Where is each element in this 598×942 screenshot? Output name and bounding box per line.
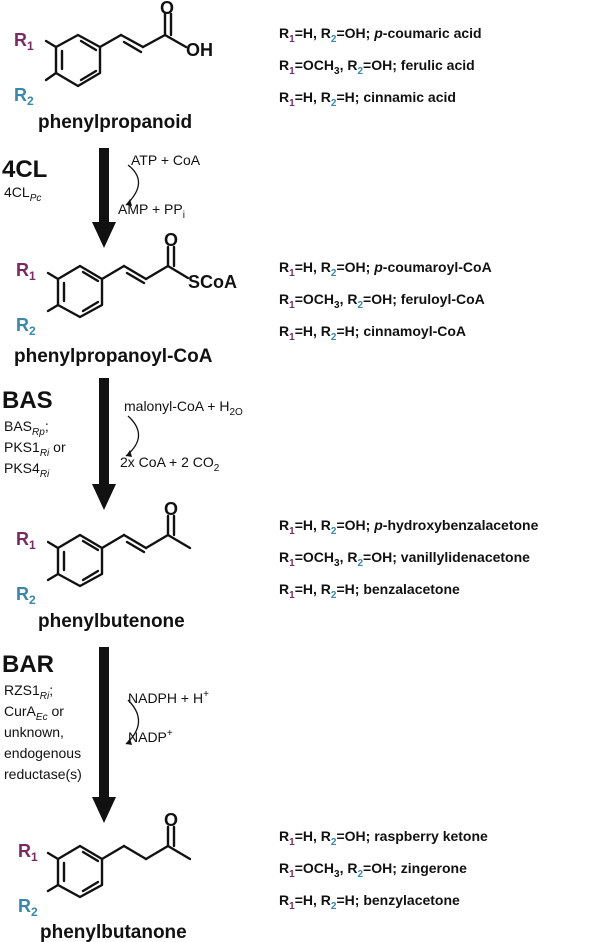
structure-phenylpropanoyl-coa: O SCoA R1 R2 xyxy=(16,230,237,338)
coproduct-label: 2x CoA + 2 CO2​ xyxy=(120,454,220,474)
cosubstrate-label: NADPH + H+​ xyxy=(128,689,209,706)
variant-entry: R1=H, R2=H; benzalacetone xyxy=(279,581,460,601)
enzyme-source: endogenous xyxy=(4,745,81,761)
variant-entry: R1=H, R2=OH; p-coumaric acid xyxy=(279,25,482,45)
hydroxyl-group: OH xyxy=(186,40,213,60)
variant-entry: R1=OCH3​, R2=OH; ferulic acid xyxy=(279,57,475,77)
oxygen-atom: O xyxy=(160,0,174,18)
oxygen-atom: O xyxy=(164,499,178,519)
arrow-step-1 xyxy=(92,148,116,248)
r1-substituent: R1 xyxy=(18,841,38,864)
variant-entry: R1=OCH3​, R2=OH; zingerone xyxy=(279,860,467,880)
structure-phenylbutanone: O R1 R2 xyxy=(18,810,192,919)
compound-name-phenylbutanone: phenylbutanone xyxy=(40,922,187,942)
oxygen-atom: O xyxy=(164,810,178,830)
coproduct-label: AMP + PPi​ xyxy=(118,201,185,221)
r2-substituent: R2 xyxy=(16,315,36,338)
variant-entry: R1=H, R2=H; cinnamoyl-CoA xyxy=(279,323,466,343)
oxygen-atom: O xyxy=(164,230,178,250)
variant-entry: R1=OCH3​, R2=OH; feruloyl-CoA xyxy=(279,291,485,311)
coproduct-label: NADP+​ xyxy=(128,728,173,745)
variant-entry: R1=OCH3​, R2=OH; vanillylidenacetone xyxy=(279,549,530,569)
structure-phenylbutenone: O R1 R2 xyxy=(16,499,192,607)
r2-substituent: R2 xyxy=(18,896,38,919)
r1-substituent: R1 xyxy=(16,260,36,283)
curved-arrow-step-2 xyxy=(125,415,140,457)
arrow-step-2 xyxy=(92,378,116,510)
enzyme-source: PKS4Ri​ xyxy=(4,460,50,480)
r2-substituent: R2 xyxy=(14,85,34,108)
r2-substituent: R2 xyxy=(16,584,36,607)
enzyme-source: 4CLPc​ xyxy=(4,184,41,204)
compound-name-phenylbutenone: phenylbutenone xyxy=(38,611,185,632)
arrow-step-3 xyxy=(92,647,116,823)
r1-substituent: R1 xyxy=(14,30,34,53)
variant-entry: R1=H, R2=OH; p-hydroxybenzalacetone xyxy=(279,517,539,537)
enzyme-source: CurAEc​ or xyxy=(4,703,64,723)
variant-entry: R1=H, R2=H; cinnamic acid xyxy=(279,89,456,109)
r1-substituent: R1 xyxy=(16,529,36,552)
enzyme-source: reductase(s) xyxy=(4,766,82,782)
cosubstrate-label: malonyl-CoA + H2O​ xyxy=(124,398,243,418)
compound-name-phenylpropanoyl-coa: phenylpropanoyl-CoA xyxy=(14,346,213,367)
variant-entry: R1=H, R2=OH; p-coumaroyl-CoA xyxy=(279,259,492,279)
variant-entry: R1=H, R2=OH; raspberry ketone xyxy=(279,828,488,848)
cosubstrate-label: ATP + CoA xyxy=(131,152,201,168)
compound-name-phenylpropanoid: phenylpropanoid xyxy=(38,112,192,133)
enzyme-label-4cl: 4CL xyxy=(2,156,47,183)
curved-arrow-step-1 xyxy=(125,164,140,206)
variant-entry: R1=H, R2=H; benzylacetone xyxy=(279,892,460,912)
enzyme-source: RZS1Ri​; xyxy=(4,682,53,702)
structure-phenylpropanoid: O OH R1 R2 xyxy=(14,0,213,108)
reaction-arrows xyxy=(92,148,140,823)
enzyme-source: PKS1Ri​ or xyxy=(4,439,66,459)
scoa-group: SCoA xyxy=(188,272,237,292)
enzyme-source: BASRp​; xyxy=(4,418,49,438)
enzyme-label-bar: BAR xyxy=(2,651,54,678)
enzyme-source: unknown, xyxy=(4,724,64,740)
enzyme-label-bas: BAS xyxy=(2,387,53,414)
